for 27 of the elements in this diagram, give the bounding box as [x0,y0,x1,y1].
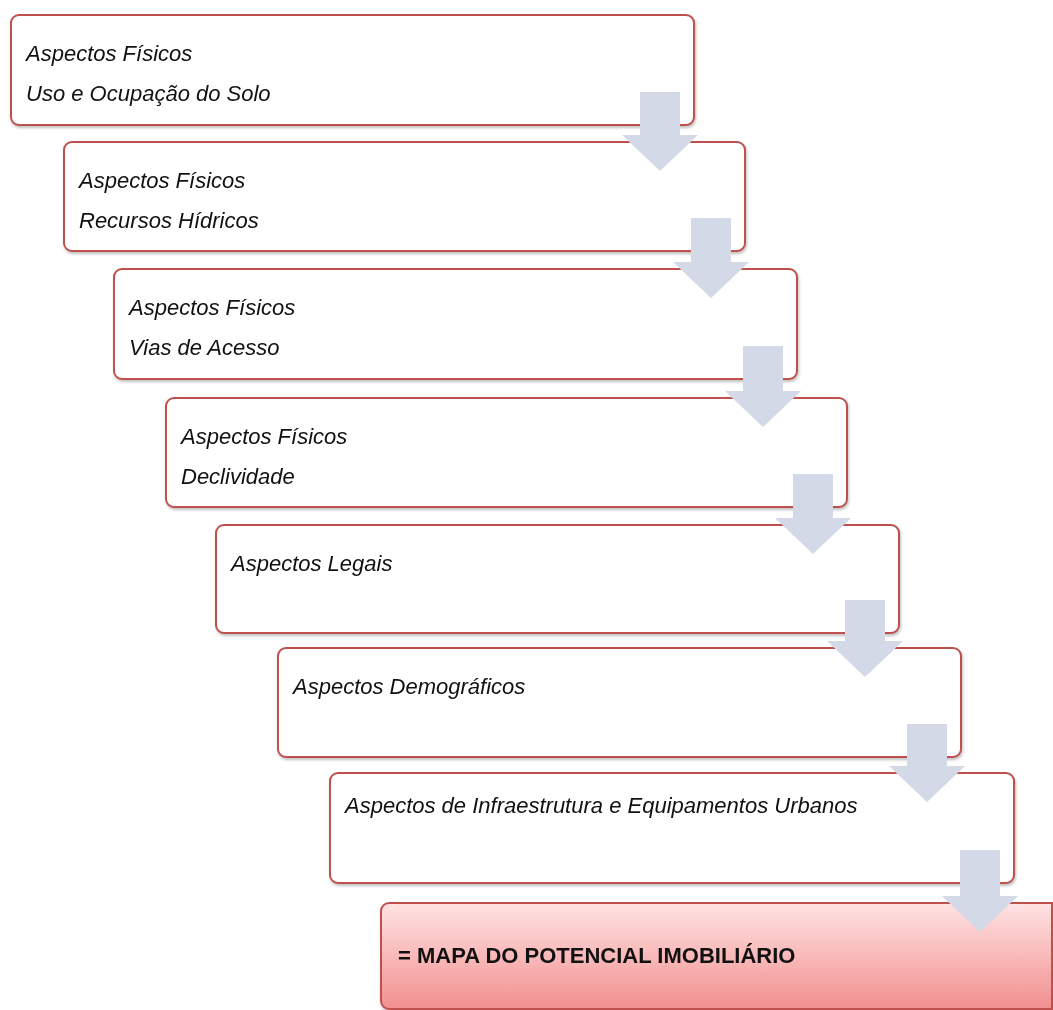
block-arrow [889,724,965,802]
process-box [63,141,746,252]
block-arrow [725,346,801,427]
box-text: Uso e Ocupação do Solo [26,80,272,108]
box-heading: Aspectos Físicos [79,167,247,195]
process-box [277,647,962,758]
block-arrow [827,600,903,677]
box-text: Aspectos Legais [231,550,394,578]
result-box [380,902,1053,1010]
box-text: Recursos Hídricos [79,207,260,235]
box-heading: Aspectos Físicos [129,294,297,322]
process-box [329,772,1015,884]
process-box [10,14,695,126]
box-heading: Aspectos Físicos [181,423,349,451]
box-text: = MAPA DO POTENCIAL IMOBILIÁRIO [398,943,796,969]
process-box [113,268,798,380]
process-box [165,397,848,508]
process-box [215,524,900,634]
box-text: Aspectos de Infraestrutura e Equipamentos Urbanos [345,792,859,820]
box-text: Vias de Acesso [129,334,281,362]
block-arrow [673,218,749,298]
block-arrow [775,474,851,554]
box-text: Declividade [181,463,296,491]
block-arrow [622,92,698,171]
block-arrow [942,850,1018,932]
box-heading: Aspectos Físicos [26,40,194,68]
box-text: Aspectos Demográficos [293,673,527,701]
